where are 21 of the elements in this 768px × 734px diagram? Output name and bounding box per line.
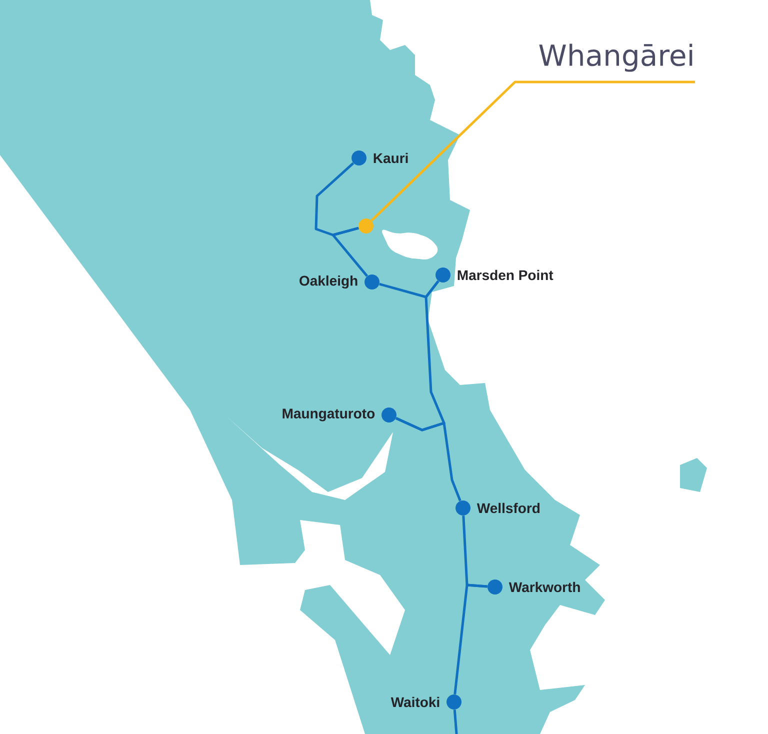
station-label: Waitoki bbox=[390, 696, 440, 708]
station-dot bbox=[358, 218, 374, 234]
station-dot bbox=[364, 274, 380, 290]
power-line bbox=[396, 417, 462, 502]
station-label: Wellsford bbox=[476, 502, 540, 514]
station-label: Marsden Point bbox=[458, 270, 554, 280]
station-label: Oakleigh bbox=[300, 275, 358, 289]
leader-line bbox=[370, 80, 695, 222]
station-label: Warkworth bbox=[508, 582, 580, 592]
power-line bbox=[454, 584, 488, 694]
station-dot bbox=[456, 500, 470, 516]
station-dot bbox=[436, 268, 450, 282]
power-line bbox=[453, 710, 458, 734]
power-line bbox=[332, 226, 368, 277]
station-dot bbox=[352, 150, 366, 166]
station-dot bbox=[382, 408, 396, 422]
station-label: Kauri bbox=[374, 152, 408, 164]
station-dot bbox=[446, 694, 462, 710]
station-label: Maungaturoto bbox=[282, 408, 375, 422]
place-label: Whangārei bbox=[539, 44, 692, 72]
station-dot bbox=[488, 580, 502, 594]
